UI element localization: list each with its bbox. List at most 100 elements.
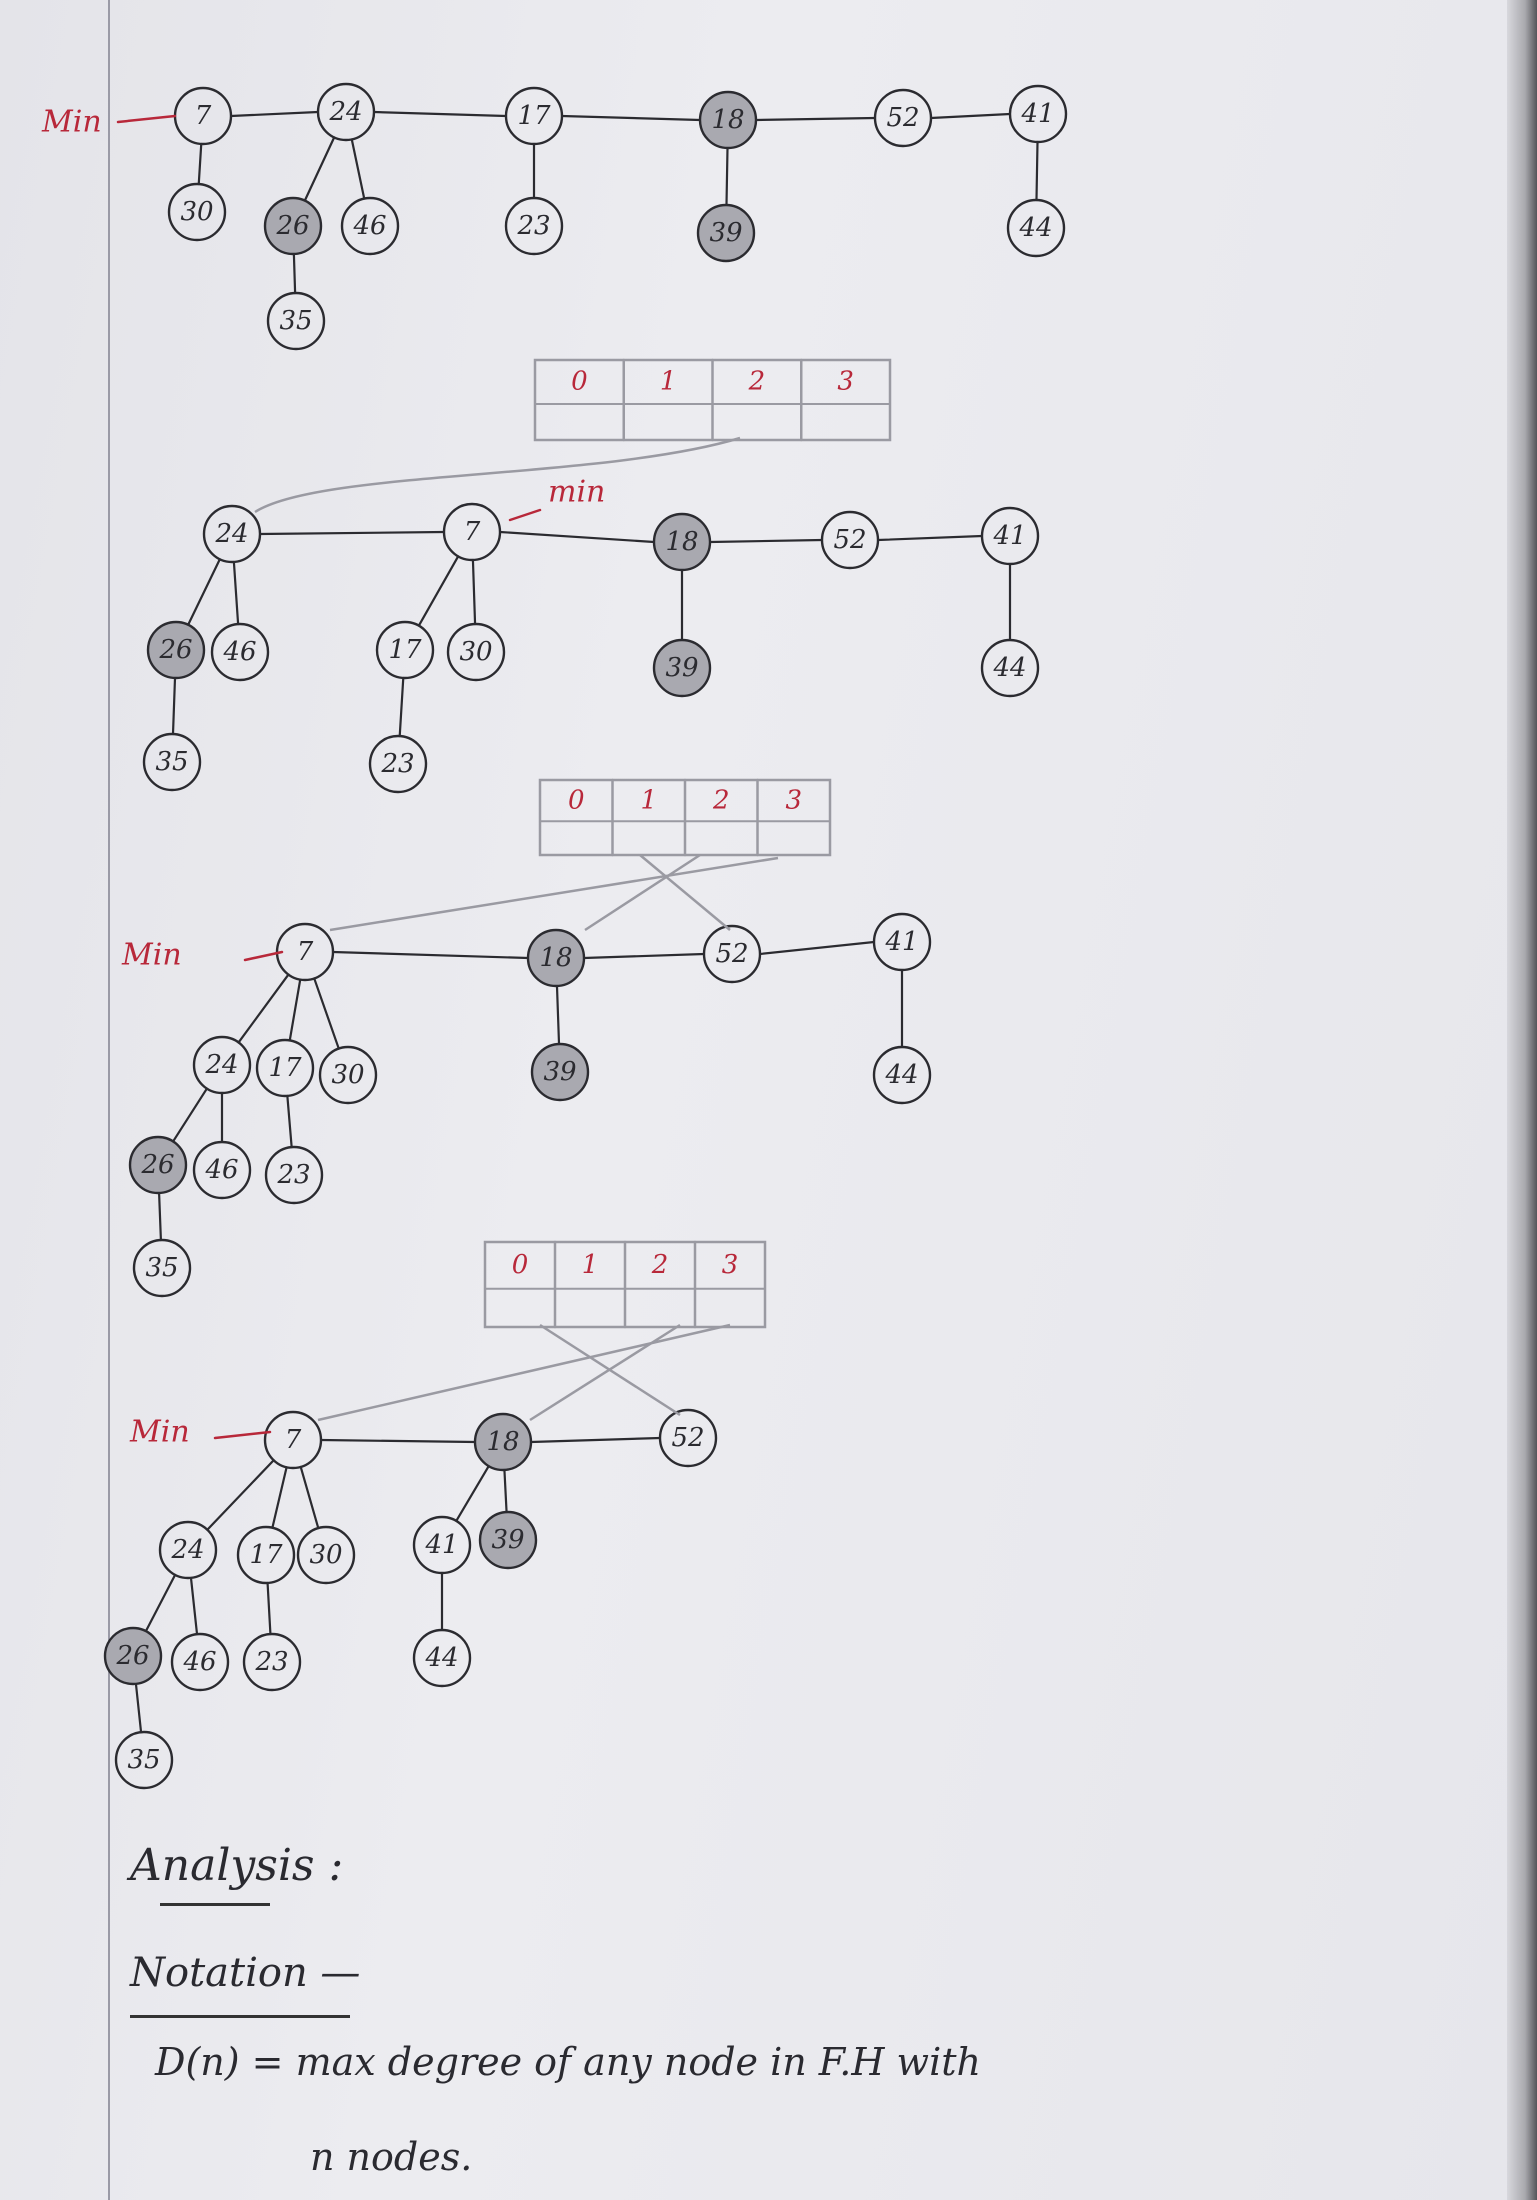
heap-node (980, 506, 1040, 566)
node-key-24: 24 (214, 519, 248, 549)
node-key-41: 41 (424, 1530, 458, 1560)
node-key-39: 39 (665, 653, 698, 683)
min-pointer-arrow (243, 950, 284, 962)
marked-node (530, 1042, 590, 1102)
root-list-link (754, 116, 877, 122)
marked-node (478, 1510, 538, 1570)
node-key-17: 17 (517, 101, 551, 131)
node-key-41: 41 (992, 521, 1026, 551)
node-key-46: 46 (222, 637, 256, 667)
node-key-26: 26 (140, 1150, 174, 1180)
root-list-link (229, 110, 320, 118)
node-key-44: 44 (884, 1060, 918, 1090)
heap-node (255, 1038, 315, 1098)
heap-node (210, 622, 270, 682)
tree-edge (1035, 140, 1039, 202)
heap-node (318, 1045, 378, 1105)
node-key-24: 24 (204, 1050, 238, 1080)
node-key-26: 26 (115, 1641, 149, 1671)
root-list-link (498, 530, 656, 544)
node-key-23: 23 (380, 749, 414, 779)
array-pointer-curve (639, 854, 731, 931)
tree-edge (237, 973, 290, 1044)
node-key-18: 18 (711, 105, 744, 135)
node-key-24: 24 (328, 97, 362, 127)
root-list-link (258, 530, 446, 536)
node-key-7: 7 (297, 937, 314, 967)
tree-edge (266, 1581, 272, 1636)
array-index-2: 2 (651, 1250, 669, 1280)
array-pointer-curve (317, 1323, 731, 1422)
min-pointer-arrow (213, 1430, 272, 1440)
node-key-30: 30 (459, 637, 492, 667)
min-pointer-label: Min (41, 105, 102, 140)
heap-node (872, 1045, 932, 1105)
node-key-39: 39 (543, 1057, 576, 1087)
array-index-2: 2 (748, 367, 766, 397)
heap-node (340, 196, 400, 256)
root-list-link (929, 112, 1012, 120)
tree-edge (157, 1191, 163, 1242)
heap-node (114, 1730, 174, 1790)
heap-node (192, 1035, 252, 1095)
node-key-23: 23 (516, 211, 550, 241)
array-pointer-curve (584, 853, 701, 932)
heap-node (316, 82, 376, 142)
min-pointer-label: Min (121, 938, 182, 973)
node-key-23: 23 (254, 1647, 288, 1677)
heap-node (296, 1525, 356, 1585)
definition-text-line-1: D(n) = max degree of any node in F.H wit… (155, 2040, 981, 2084)
node-key-26: 26 (275, 211, 309, 241)
tree-edge (286, 1094, 293, 1149)
array-pointer-curve (254, 436, 741, 514)
marked-node (103, 1626, 163, 1686)
node-key-41: 41 (884, 927, 918, 957)
node-key-17: 17 (268, 1053, 302, 1083)
node-key-46: 46 (204, 1155, 238, 1185)
tree-edge (171, 676, 177, 736)
heap-node (170, 1632, 230, 1692)
min-pointer-arrow (116, 114, 177, 124)
min-pointer-label: min (548, 475, 605, 510)
tree-edge (271, 1466, 288, 1529)
heap-node (375, 620, 435, 680)
array-index-1: 1 (582, 1250, 599, 1280)
heap-node (263, 1410, 323, 1470)
node-key-35: 35 (145, 1253, 178, 1283)
node-key-52: 52 (715, 939, 748, 969)
heap-node (658, 1408, 718, 1468)
marked-node (652, 512, 712, 572)
array-index-3: 3 (722, 1250, 739, 1280)
tree-edge (725, 146, 729, 207)
node-key-30: 30 (309, 1540, 342, 1570)
tree-edge (313, 977, 340, 1050)
tree-edge (171, 1087, 209, 1143)
node-key-23: 23 (276, 1160, 310, 1190)
tree-edge (288, 978, 302, 1042)
array-index-2: 2 (712, 785, 730, 815)
root-list-link (876, 534, 984, 542)
marked-node (263, 196, 323, 256)
node-key-7: 7 (464, 517, 481, 547)
node-key-18: 18 (539, 943, 572, 973)
tree-edge (417, 555, 460, 627)
heap-node (980, 638, 1040, 698)
node-key-35: 35 (155, 747, 188, 777)
heap-node (264, 1145, 324, 1205)
array-index-3: 3 (785, 785, 802, 815)
tree-edge (303, 136, 336, 202)
heap-node (158, 1520, 218, 1580)
root-list-link (582, 952, 706, 960)
node-key-24: 24 (170, 1535, 204, 1565)
node-key-46: 46 (352, 211, 386, 241)
array-pointer-curve (529, 1323, 681, 1422)
node-key-52: 52 (886, 103, 919, 133)
min-pointer-arrow (508, 508, 542, 522)
node-key-52: 52 (833, 525, 866, 555)
node-key-41: 41 (1020, 99, 1054, 129)
array-index-0: 0 (568, 785, 585, 815)
marked-node (526, 928, 586, 988)
node-key-18: 18 (665, 527, 698, 557)
tree-edge (555, 984, 561, 1046)
